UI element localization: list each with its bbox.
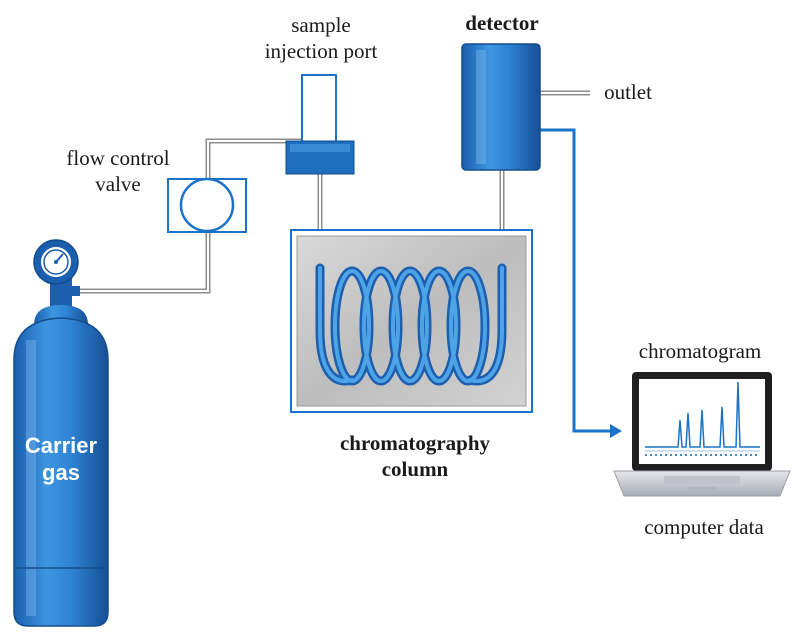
flow-control-label-line2: valve xyxy=(95,172,141,196)
coil-column xyxy=(315,263,507,386)
data-line xyxy=(540,128,622,438)
flow-control-valve xyxy=(167,177,247,233)
detector-label: detector xyxy=(465,11,539,35)
chromatogram-label: chromatogram xyxy=(638,339,762,363)
sample-injection-port xyxy=(285,74,355,175)
column-label: chromatography column xyxy=(320,430,510,482)
laptop-icon xyxy=(613,372,791,497)
sample-label-line2: injection port xyxy=(264,39,378,63)
carrier-gas-label-line1: Carrier xyxy=(24,433,98,458)
computer-data-label: computer data xyxy=(644,515,764,539)
column-label-line2: column xyxy=(381,457,449,481)
carrier-gas-label: Carrier gas xyxy=(14,432,108,486)
sample-label-line1: sample xyxy=(291,13,351,37)
carrier-gas-label-line2: gas xyxy=(42,460,80,485)
pressure-gauge-icon xyxy=(33,239,80,296)
carrier-gas-cylinder xyxy=(13,278,109,627)
flow-control-label: flow control valve xyxy=(56,145,180,197)
outlet-label: outlet xyxy=(604,80,652,104)
flow-control-label-line1: flow control xyxy=(66,146,170,170)
column-label-line1: chromatography xyxy=(339,431,491,455)
sample-label: sample injection port xyxy=(256,12,386,64)
detector xyxy=(461,43,541,171)
